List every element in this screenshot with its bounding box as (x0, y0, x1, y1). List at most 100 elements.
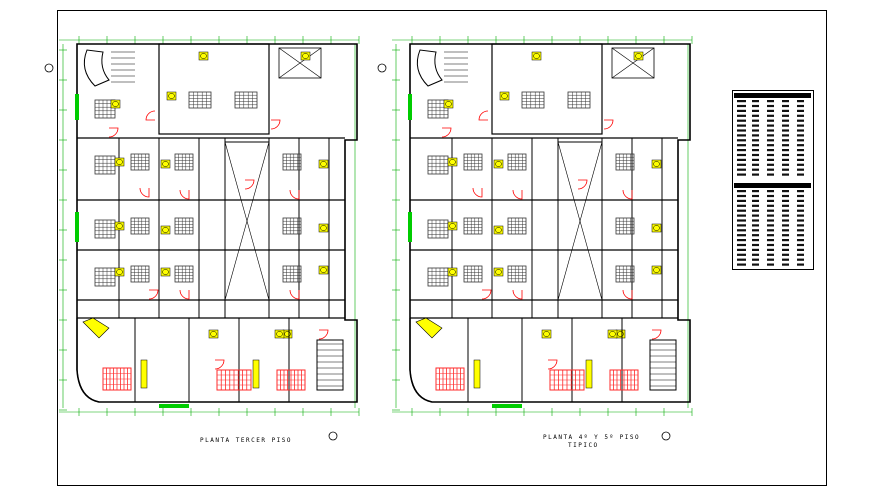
door-window-schedule (732, 90, 814, 270)
shaft (611, 47, 655, 79)
schedule-cell (767, 100, 774, 103)
schedule-cell (767, 153, 774, 157)
schedule-cell (797, 263, 804, 266)
door-swing (108, 127, 119, 138)
schedule-cell (767, 114, 774, 117)
fixture-bowl (276, 331, 283, 337)
axis-bubble (377, 63, 387, 73)
schedule-cell (797, 168, 804, 171)
bath-fixture (318, 159, 329, 169)
schedule-cell (752, 209, 759, 212)
schedule-cell (737, 258, 746, 261)
schedule-cell (767, 190, 774, 193)
bath-fixture (499, 91, 510, 101)
schedule-cell (782, 149, 789, 152)
schedule-cell (782, 194, 789, 198)
schedule-cell (767, 209, 774, 212)
schedule-cell (782, 258, 789, 261)
bath-fixture (633, 51, 644, 61)
plan-typical-floor (377, 36, 693, 441)
schedule-cell (752, 263, 759, 266)
bed (615, 153, 635, 171)
schedule-cell (752, 253, 759, 256)
schedule-cell (752, 109, 759, 112)
schedule-cell (782, 153, 789, 157)
bed (463, 217, 483, 235)
yellow-column (140, 359, 148, 389)
bath-fixture (443, 99, 454, 109)
schedule-cell (767, 243, 774, 247)
schedule-cell (767, 173, 774, 176)
bed (94, 219, 116, 239)
bath-fixture (318, 223, 329, 233)
bed (174, 153, 194, 171)
schedule-cell (752, 114, 759, 117)
schedule-cell (797, 214, 804, 217)
door-swing (139, 187, 150, 198)
schedule-cell (752, 248, 759, 251)
schedule-cell (767, 168, 774, 171)
schedule-cell (797, 199, 804, 202)
schedule-cell (782, 239, 789, 242)
schedule-cell (782, 243, 789, 247)
bath-fixture (493, 225, 504, 235)
schedule-cell (767, 104, 774, 108)
schedule-cell (782, 114, 789, 117)
schedule-cell (782, 248, 789, 251)
schedule-cell (797, 100, 804, 103)
bed (188, 91, 212, 109)
fixture-bowl (445, 101, 452, 107)
schedule-cell (737, 229, 746, 232)
fixture-bowl (162, 269, 169, 275)
schedule-cell (737, 194, 746, 198)
schedule-cell (797, 253, 804, 256)
door-swing (478, 110, 489, 121)
schedule-cell (752, 100, 759, 103)
schedule-cell (782, 209, 789, 212)
schedule-grid (734, 93, 811, 266)
schedule-cell (737, 158, 746, 161)
fixture-bowl (653, 267, 660, 273)
schedule-cell (797, 204, 804, 207)
schedule-cell (767, 229, 774, 232)
shaft-x (278, 47, 322, 79)
core-block (158, 43, 270, 135)
bed (94, 267, 116, 287)
schedule-cell (782, 224, 789, 227)
schedule-cell (752, 153, 759, 157)
yellow-column (252, 359, 260, 389)
schedule-cell (782, 119, 789, 122)
schedule-cell (752, 194, 759, 198)
door-swing (512, 289, 523, 300)
schedule-cell (752, 149, 759, 152)
green-planter (75, 94, 79, 120)
door-swing (577, 179, 588, 190)
schedule-cell (767, 194, 774, 198)
schedule-cell (737, 144, 746, 147)
schedule-cell (737, 129, 746, 132)
bath-fixture (531, 51, 542, 61)
door-swing (214, 359, 225, 370)
schedule-cell (752, 199, 759, 202)
schedule-cell (767, 134, 774, 137)
fixture-bowl (210, 331, 217, 337)
bed (174, 265, 194, 283)
bath-fixture (300, 51, 311, 61)
schedule-header (734, 93, 811, 98)
schedule-cell (797, 239, 804, 242)
schedule-cell (752, 134, 759, 137)
bath-fixture (208, 329, 219, 339)
schedule-cell (782, 104, 789, 108)
schedule-cell (797, 243, 804, 247)
fixture-bowl (635, 53, 642, 59)
schedule-cell (767, 248, 774, 251)
well-x (557, 141, 603, 301)
bed (615, 265, 635, 283)
schedule-cell (752, 119, 759, 122)
bath-fixture (541, 329, 552, 339)
schedule-cell (797, 114, 804, 117)
schedule-cell (782, 109, 789, 112)
schedule-cell (752, 168, 759, 171)
schedule-cell (752, 258, 759, 261)
schedule-cell (767, 163, 774, 166)
